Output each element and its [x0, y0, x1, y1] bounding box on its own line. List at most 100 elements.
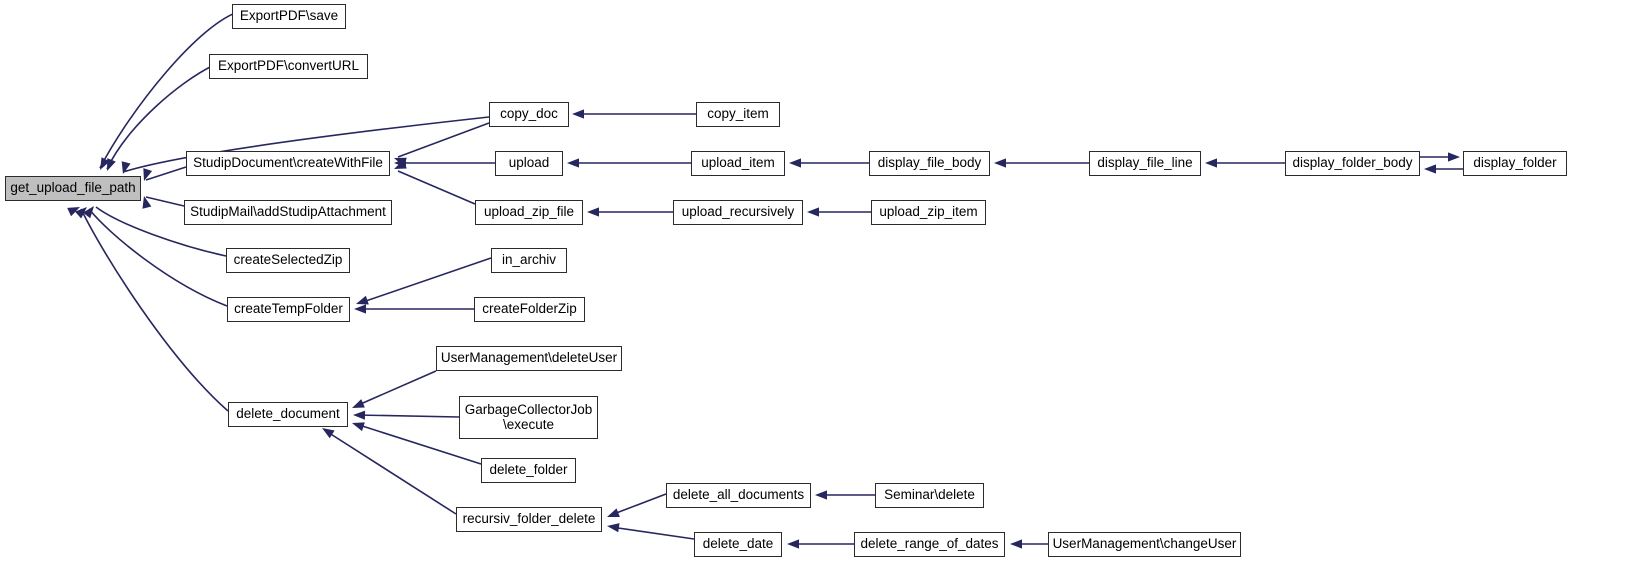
- edge-exportpdf-save-to-root: [99, 10, 242, 169]
- edge-garbagecollector-to-deletedocument-arrowhead: [353, 410, 366, 420]
- edge-recursivfolderdelete-to-deletedocument-arrowhead: [322, 428, 335, 439]
- edge-exportpdf-converturl-to-root-arrowhead: [107, 158, 116, 171]
- edge-createwithfile-to-root-arrowhead: [143, 168, 153, 181]
- edge-garbagecollector-to-deletedocument: [355, 414, 460, 418]
- graph-node-label: ExportPDF\save: [239, 8, 339, 24]
- graph-node-upload_zip_item[interactable]: upload_zip_item: [871, 200, 986, 225]
- graph-node-label: delete_folder: [489, 462, 568, 478]
- graph-node-label: GarbageCollectorJob \execute: [464, 401, 593, 432]
- graph-node-createTempFolder[interactable]: createTempFolder: [227, 297, 350, 322]
- edge-deletealldocuments-to-recursivfolderdelete-arrowhead: [607, 508, 620, 517]
- edge-uploadzipitem-to-uploadrecursively-arrowhead: [807, 207, 819, 217]
- edge-copy-doc-to-root-arrowhead: [121, 161, 131, 174]
- edge-createtempfolder-to-root-arrowhead: [75, 207, 87, 219]
- graph-node-copy_doc[interactable]: copy_doc: [489, 102, 569, 127]
- graph-node-delete_all_documents[interactable]: delete_all_documents: [666, 483, 811, 508]
- graph-node-StudipMail_addStudipAttachment[interactable]: StudipMail\addStudipAttachment: [184, 200, 392, 225]
- edge-recursivfolderdelete-to-deletedocument: [325, 430, 457, 515]
- edge-deleteuser-to-deletedocument-arrowhead: [352, 399, 365, 408]
- graph-node-label: ExportPDF\convertURL: [217, 58, 360, 74]
- graph-node-label: display_file_body: [877, 155, 982, 171]
- graph-node-label: delete_document: [236, 406, 340, 422]
- edge-createwithfile-to-root: [145, 166, 187, 181]
- graph-node-upload_recursively[interactable]: upload_recursively: [673, 200, 803, 225]
- graph-node-createSelectedZip[interactable]: createSelectedZip: [226, 248, 350, 273]
- edge-displayfolderbody-to-displayfileline-arrowhead: [1205, 158, 1217, 168]
- edge-exportpdf-save-to-root-arrowhead: [100, 157, 110, 170]
- edge-inarchiv-to-createtempfolder: [359, 257, 492, 304]
- graph-node-delete_document[interactable]: delete_document: [228, 402, 348, 427]
- graph-node-createFolderZip[interactable]: createFolderZip: [474, 297, 585, 322]
- edge-uploadzipfile-to-createwithfile-arrowhead: [394, 160, 407, 169]
- graph-node-label: in_archiv: [501, 252, 557, 268]
- graph-node-delete_range_of_dates[interactable]: delete_range_of_dates: [854, 532, 1005, 557]
- graph-node-label: upload_recursively: [681, 204, 795, 220]
- graph-node-StudipDocument_createWithFile[interactable]: StudipDocument\createWithFile: [186, 151, 390, 176]
- graph-node-Seminar_delete[interactable]: Seminar\delete: [875, 483, 984, 508]
- edge-changeuser-to-deleterangeofdates-arrowhead: [1010, 539, 1022, 549]
- edge-inarchiv-to-createtempfolder-arrowhead: [356, 295, 369, 305]
- graph-node-get_upload_file_path[interactable]: get_upload_file_path: [5, 176, 141, 201]
- edge-deleterangeofdates-to-deletedate-arrowhead: [787, 539, 799, 549]
- graph-node-upload_zip_file[interactable]: upload_zip_file: [475, 200, 583, 225]
- edge-copy-doc-to-createwithfile-arrowhead: [394, 157, 407, 167]
- edge-deletedate-to-recursivfolderdelete: [610, 526, 695, 540]
- graph-node-label: get_upload_file_path: [10, 180, 136, 196]
- graph-node-label: UserManagement\deleteUser: [440, 350, 618, 366]
- graph-node-upload_item[interactable]: upload_item: [691, 151, 785, 176]
- graph-node-recursiv_folder_delete[interactable]: recursiv_folder_delete: [456, 507, 602, 532]
- graph-node-label: delete_all_documents: [672, 487, 805, 503]
- graph-node-label: delete_date: [702, 536, 774, 552]
- graph-node-UserManagement_changeUser[interactable]: UserManagement\changeUser: [1048, 532, 1241, 557]
- graph-node-delete_date[interactable]: delete_date: [694, 532, 782, 557]
- graph-node-label: upload_zip_file: [483, 204, 575, 220]
- graph-node-in_archiv[interactable]: in_archiv: [491, 248, 567, 273]
- graph-node-label: StudipMail\addStudipAttachment: [190, 204, 386, 220]
- graph-node-label: createFolderZip: [482, 301, 577, 317]
- graph-node-label: recursiv_folder_delete: [462, 511, 596, 527]
- graph-node-UserManagement_deleteUser[interactable]: UserManagement\deleteUser: [436, 346, 622, 371]
- graph-node-label: createSelectedZip: [233, 252, 343, 268]
- edge-addstudipattachment-to-root-arrowhead: [142, 196, 152, 209]
- edge-displayfolder-to-displayfolderbody-arrowhead: [1424, 164, 1436, 174]
- graph-node-ExportPDF_save[interactable]: ExportPDF\save: [232, 4, 346, 29]
- edge-deletedate-to-recursivfolderdelete-arrowhead: [607, 523, 620, 533]
- graph-node-ExportPDF_convertURL[interactable]: ExportPDF\convertURL: [209, 54, 368, 79]
- graph-node-label: display_folder_body: [1292, 155, 1413, 171]
- graph-node-label: StudipDocument\createWithFile: [193, 155, 383, 171]
- graph-node-display_folder_body[interactable]: display_folder_body: [1285, 151, 1420, 176]
- edge-uploadzipfile-to-createwithfile: [397, 170, 476, 205]
- edge-createfolderzip-to-createtempfolder-arrowhead: [354, 304, 366, 314]
- edge-copy-doc-to-createwithfile: [397, 122, 490, 158]
- graph-node-delete_folder[interactable]: delete_folder: [481, 458, 576, 483]
- graph-node-label: copy_doc: [500, 106, 558, 122]
- graph-node-label: Seminar\delete: [884, 487, 975, 503]
- edge-deleteuser-to-deletedocument: [355, 370, 437, 407]
- graph-node-label: display_folder: [1473, 155, 1557, 171]
- graph-node-label: createTempFolder: [234, 301, 343, 317]
- graph-node-copy_item[interactable]: copy_item: [696, 102, 780, 127]
- graph-node-display_file_line[interactable]: display_file_line: [1089, 151, 1201, 176]
- graph-node-label: UserManagement\changeUser: [1052, 536, 1237, 552]
- graph-node-label: copy_item: [707, 106, 769, 122]
- edge-copy-item-to-copy-doc-arrowhead: [572, 109, 584, 119]
- graph-node-display_file_body[interactable]: display_file_body: [869, 151, 990, 176]
- graph-node-upload[interactable]: upload: [495, 151, 563, 176]
- edge-deletealldocuments-to-recursivfolderdelete: [610, 493, 667, 516]
- edge-deletedocument-to-root: [80, 208, 229, 412]
- graph-node-display_folder[interactable]: display_folder: [1463, 151, 1567, 176]
- edge-deletedocument-to-root-arrowhead: [67, 207, 80, 217]
- edge-seminardelete-to-deletealldocuments-arrowhead: [815, 490, 827, 500]
- edge-upload-to-createwithfile-arrowhead: [394, 158, 406, 168]
- edge-uploaditem-to-upload-arrowhead: [567, 158, 579, 168]
- edge-displayfileline-to-displayfilebody-arrowhead: [994, 158, 1006, 168]
- graph-node-label: upload_item: [701, 155, 775, 171]
- graph-node-label: display_file_line: [1097, 155, 1193, 171]
- edge-displayfilebody-to-uploaditem-arrowhead: [789, 158, 801, 168]
- graph-node-label: upload: [508, 155, 550, 171]
- edge-deletefolder-to-deletedocument-arrowhead: [352, 422, 365, 432]
- graph-node-GarbageCollectorJob_execute[interactable]: GarbageCollectorJob \execute: [459, 396, 598, 439]
- edge-uploadrecursively-to-uploadzipfile-arrowhead: [587, 207, 599, 217]
